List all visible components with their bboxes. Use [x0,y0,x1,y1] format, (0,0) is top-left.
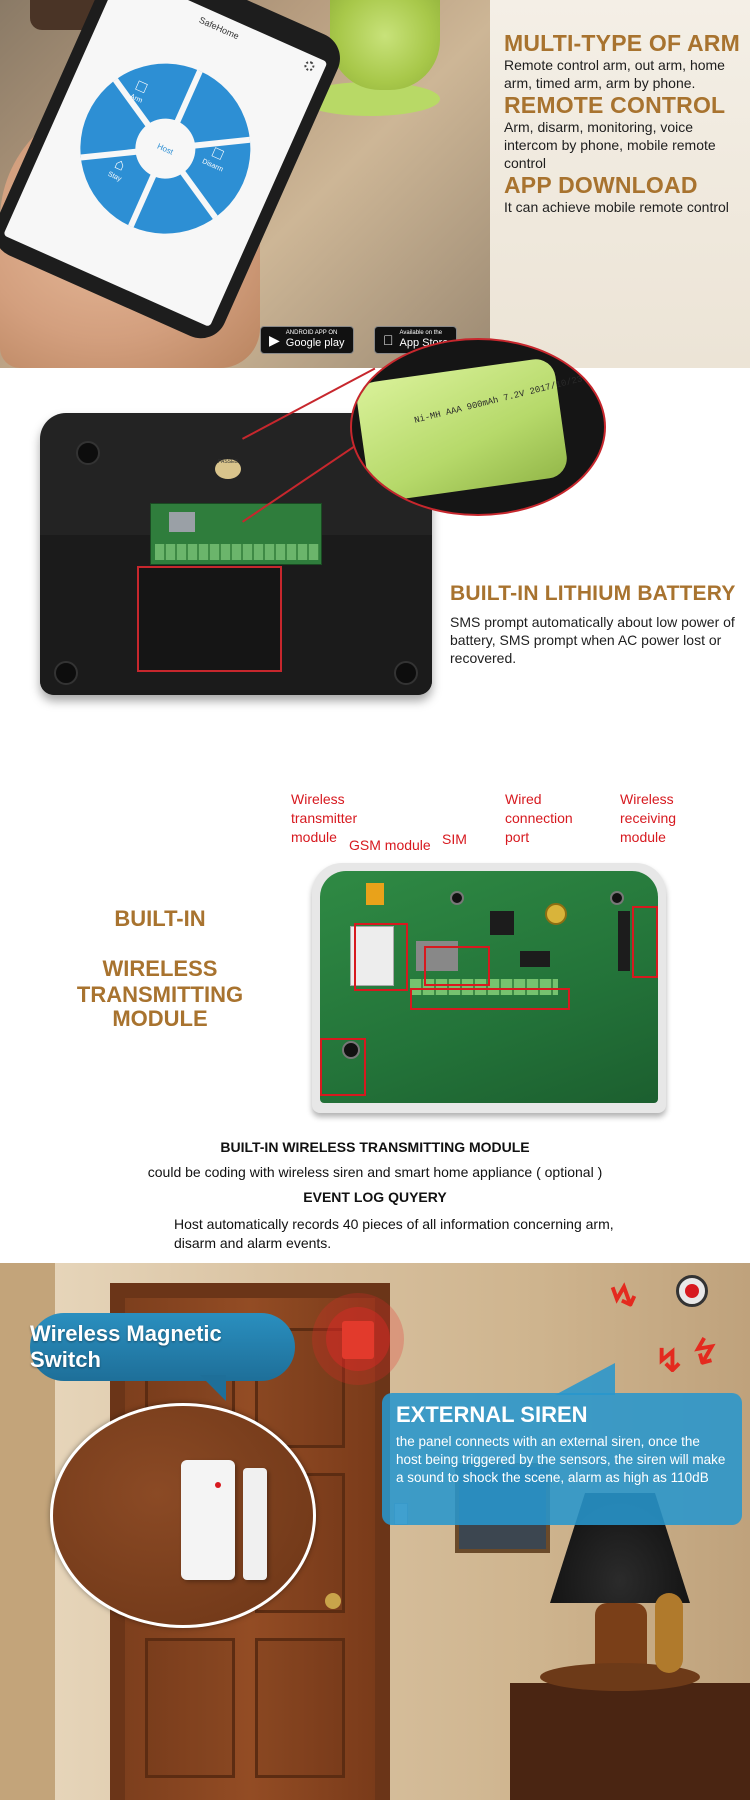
door-knob [325,1593,341,1609]
gsm-module [350,926,394,986]
battery-pack [354,356,570,504]
battery-section: PASSED Ni-MH AAA 900mAh 7.2V 2017/10/23 … [0,338,750,738]
rx-highlight [632,906,658,978]
dial-arm-button[interactable]: □ Arm [116,71,163,110]
magnetic-switch-label: Wireless Magnetic Switch [30,1321,222,1372]
feature-heading-remote: REMOTE CONTROL [504,92,726,118]
feature-list: MULTI-TYPE OF ARM Remote control arm, ou… [490,0,750,368]
room-section: ↯ ↯ ↯ Wireless Magnetic Switch EXTERNAL … [0,1263,750,1800]
alarm-panel-back: PASSED [40,413,432,695]
pineapple [655,1593,683,1673]
app-store-small: Available on the [389,330,443,336]
rubber-foot [394,661,418,685]
google-play-badge[interactable]: ▶ ANDROID APP ON Google play [260,326,354,354]
lightning-icon: ↯ [684,1330,725,1376]
battery-heading: BUILT-IN LITHIUM BATTERY [450,582,736,605]
feature-heading-arm: MULTI-TYPE OF ARM [504,30,740,56]
side-table [510,1683,750,1800]
external-siren-callout: EXTERNAL SIREN the panel connects with a… [382,1393,742,1525]
play-icon: ▶ [269,331,280,348]
wired-port-highlight [410,988,570,1010]
capacitor [450,891,464,905]
capacitor [342,1041,360,1059]
feature-text-remote: Arm, disarm, monitoring, voice intercom … [504,119,716,171]
battery-door [137,566,282,672]
module-caption-text: could be coding with wireless siren and … [147,1164,603,1180]
tx-highlight [320,1038,366,1096]
feature-heading-app: APP DOWNLOAD [504,172,698,198]
label-wireless-transmitter: Wireless transmitter module [291,791,358,845]
event-log-text: Host automatically records 40 pieces of … [174,1216,614,1251]
ic-chip [520,951,550,967]
terminal-block [410,979,558,995]
label-wireless-receiver: Wireless receiving module [620,791,677,845]
label-sim: SIM [442,831,467,847]
phone-in-hand-photo: SafeHome □ Arm □ Disarm ⌂ Stay [0,0,490,368]
lightning-icon: ↯ [651,1339,687,1383]
siren-text: the panel connects with an external sire… [396,1434,726,1485]
sim-highlight [424,946,490,986]
module-title-line1: BUILT-IN [114,906,206,931]
google-play-big: Google play [285,337,345,349]
rx-module [618,911,630,971]
apple-icon:  [383,332,394,348]
pcb-terminal-area [150,503,322,565]
passed-sticker: PASSED [215,459,241,479]
dial-stay-button[interactable]: ⌂ Stay [95,149,142,188]
pcb [320,871,658,1103]
circuit-board [312,863,666,1113]
gsm-highlight [354,923,408,991]
module-title-line2: WIRELESS TRANSMITTING [76,956,244,1007]
magnetic-switch-callout: Wireless Magnetic Switch [30,1313,295,1381]
label-gsm: GSM module [349,837,431,853]
mount-hole [76,441,100,465]
magnet-sensor [181,1460,235,1580]
battery-text: SMS prompt automatically about low power… [450,614,735,666]
relay [366,883,384,905]
buzzer [545,903,567,925]
lightning-icon: ↯ [602,1273,647,1321]
feature-text-app: It can achieve mobile remote control [504,199,729,215]
app-section: SafeHome □ Arm □ Disarm ⌂ Stay [0,0,750,368]
battery-description: BUILT-IN LITHIUM BATTERY SMS prompt auto… [450,581,740,667]
module-title-line3: MODULE [112,1006,208,1031]
google-play-small: ANDROID APP ON [285,330,338,336]
siren-icon [676,1275,708,1307]
capacitor [610,891,624,905]
module-section: BUILT-IN WIRELESS TRANSMITTING MODULE Wi… [0,738,750,1263]
module-caption-heading: BUILT-IN WIRELESS TRANSMITTING MODULE [220,1139,530,1155]
cup-photo [330,0,440,90]
rubber-foot [54,661,78,685]
dial-hub[interactable]: Host [125,109,205,189]
door-sensor-icon [342,1321,374,1359]
magnetic-switch-zoom [50,1403,316,1628]
callout-tail [555,1363,615,1395]
feature-text-arm: Remote control arm, out arm, home arm, t… [504,57,725,91]
label-wired-port: Wired connection port [505,791,573,845]
siren-title: EXTERNAL SIREN [396,1402,588,1427]
callout-tail [200,1375,226,1401]
ic-chip [490,911,514,935]
magnet-piece [243,1468,267,1580]
battery-zoom: Ni-MH AAA 900mAh 7.2V 2017/10/23 [350,338,606,516]
arm-dial: □ Arm □ Disarm ⌂ Stay Host [53,36,278,261]
event-log-heading: EVENT LOG QUYERY [303,1189,447,1205]
